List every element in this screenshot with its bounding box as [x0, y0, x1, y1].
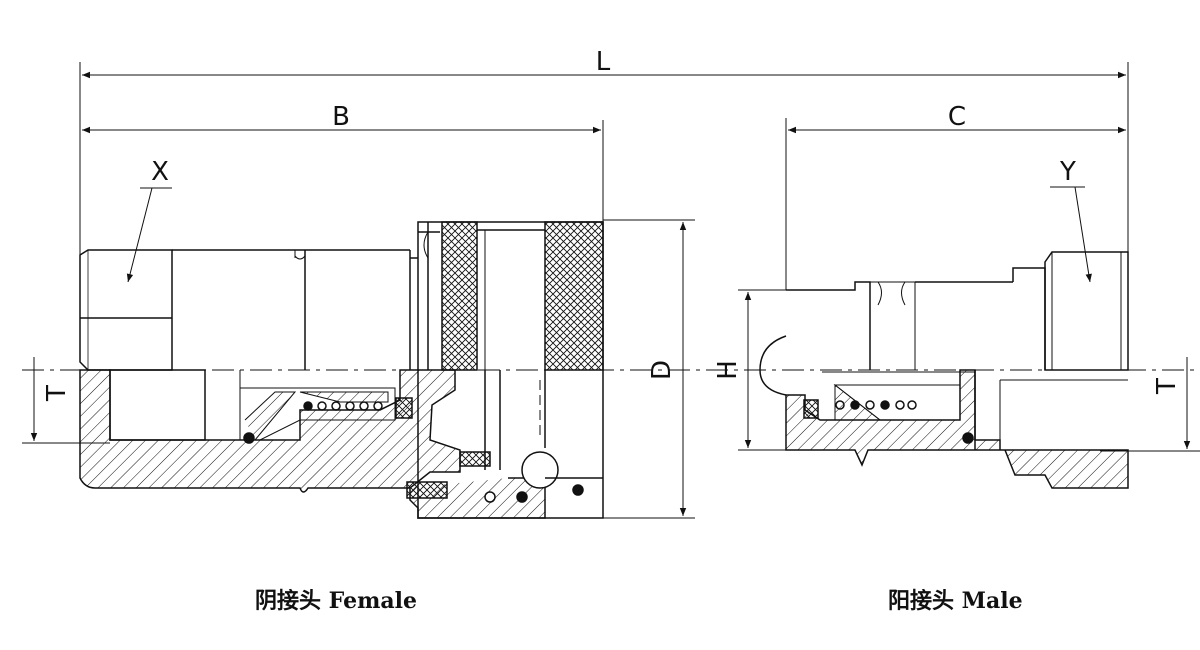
caption-male: 阳接头 Male [888, 588, 1023, 614]
callout-X-leader [126, 187, 172, 283]
label-T-right: T [1152, 378, 1182, 395]
dimension-B [82, 120, 604, 225]
female-coupler [79, 221, 604, 519]
label-D: D [647, 360, 677, 380]
callout-Y-leader [1050, 186, 1092, 283]
label-Y: Y [1059, 157, 1076, 187]
label-H: H [713, 360, 743, 380]
male-nipple [759, 251, 1129, 489]
label-C: C [948, 102, 966, 132]
label-L: L [596, 47, 611, 77]
label-T-left: T [42, 385, 72, 402]
dimension-L [79, 62, 1129, 255]
dimension-C [785, 118, 1126, 290]
caption-female: 阴接头 Female [255, 588, 417, 614]
label-X: X [151, 157, 169, 187]
label-B: B [332, 102, 350, 132]
dimension-D [603, 219, 695, 519]
dimension-T-right [1100, 357, 1200, 452]
